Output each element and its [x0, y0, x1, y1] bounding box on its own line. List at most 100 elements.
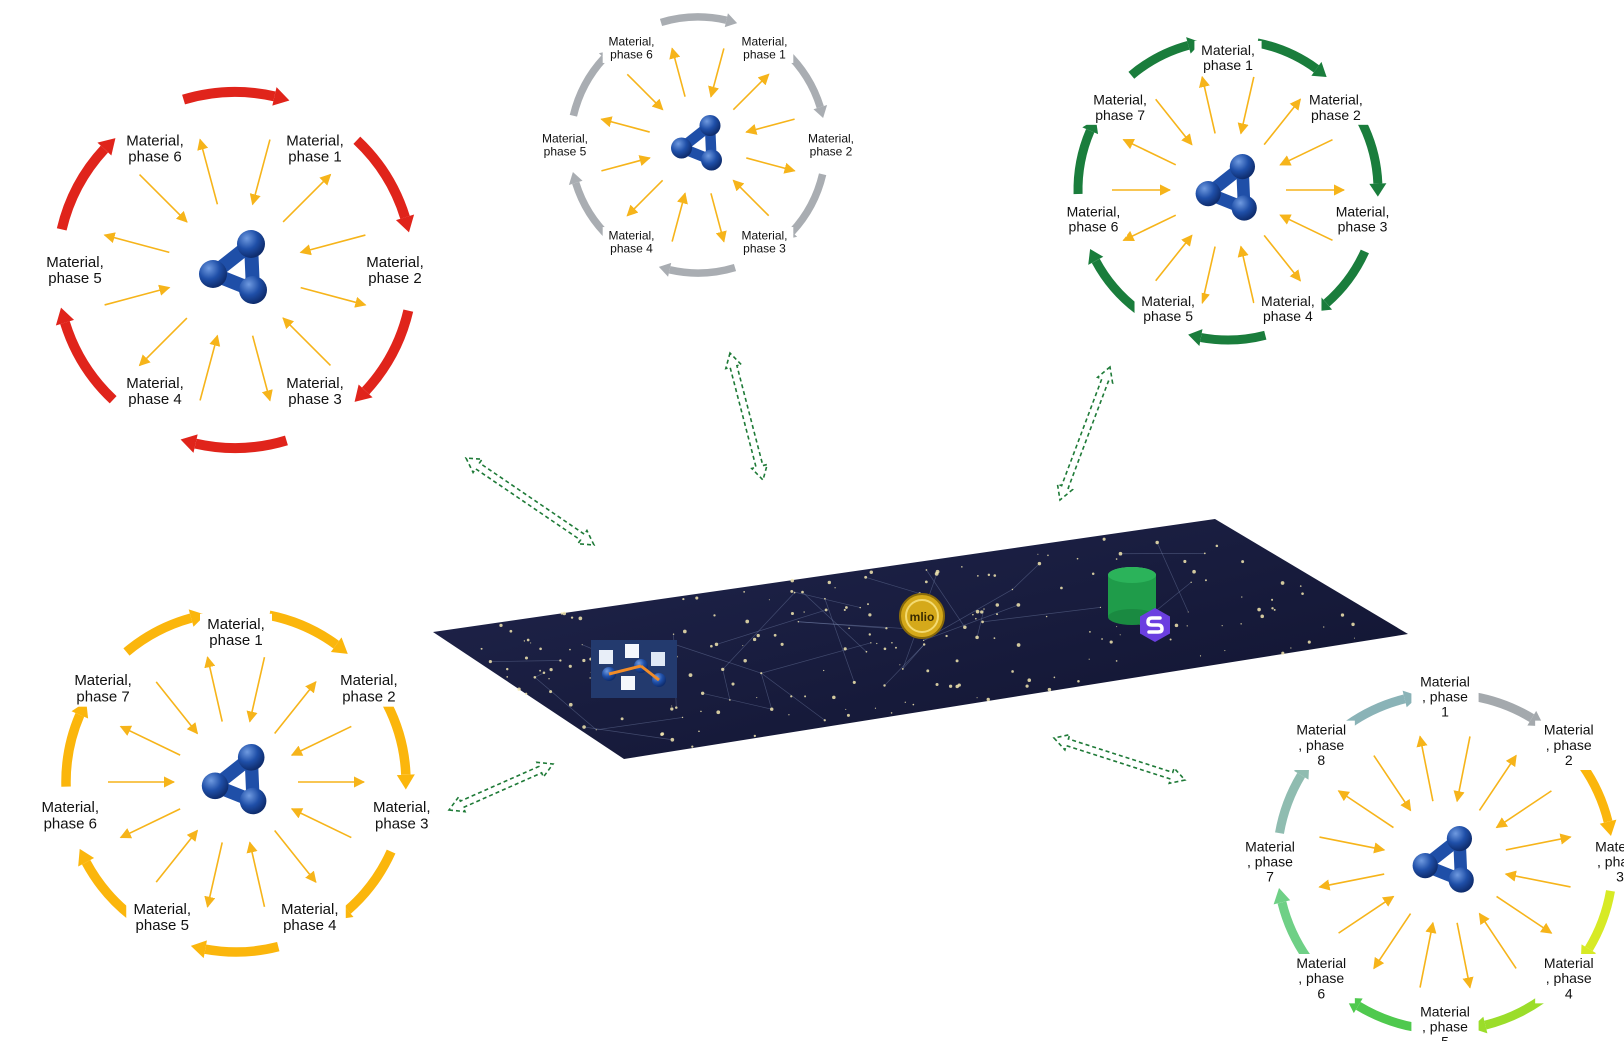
label-line: Material,: [1141, 293, 1195, 309]
spoke-arrow: [1155, 234, 1193, 282]
red-cycle-label-phase-2: Material,phase 2: [359, 251, 431, 289]
spoke-arrow: [1155, 98, 1193, 146]
connector-arrow-4: [447, 761, 555, 813]
label-line: phase 3: [743, 241, 786, 255]
spoke-arrow: [732, 179, 770, 217]
spoke-arrow: [119, 808, 181, 839]
label-line: , phase: [1422, 1019, 1468, 1035]
label-line: Material,: [808, 131, 854, 145]
orange-cycle-label-phase-6: Material,phase 6: [34, 797, 107, 834]
red-cycle-label-phase-1: Material,phase 1: [279, 130, 351, 167]
grey-cycle-label-phase-3: Material,phase 3: [735, 227, 794, 257]
spoke-arrow: [1419, 921, 1437, 988]
label-line: phase 7: [1095, 107, 1145, 123]
spoke-arrow: [1237, 245, 1255, 304]
mlio-badge-icon: mlio: [899, 593, 945, 639]
molecule-icon: [1195, 154, 1257, 221]
label-line: 5: [1441, 1034, 1449, 1041]
spoke-arrow: [1495, 790, 1552, 829]
label-line: Material,: [286, 375, 344, 392]
red-cycle-arrow-2: [354, 309, 414, 402]
label-line: phase 4: [1263, 308, 1313, 324]
label-line: phase 6: [44, 815, 97, 832]
spoke-arrow: [1122, 214, 1177, 242]
s-hexagon-icon: [1140, 608, 1170, 642]
label-line: phase 4: [610, 241, 653, 255]
label-line: Material,: [373, 799, 431, 816]
label-line: phase 4: [128, 391, 181, 408]
label-line: phase 1: [209, 632, 262, 649]
label-line: , phase: [1422, 689, 1468, 705]
label-line: 3: [1616, 869, 1624, 885]
connector-arrow-2: [724, 351, 769, 482]
orange-cycle-label-phase-4: Material,phase 4: [273, 898, 346, 936]
label-line: Material,: [281, 901, 339, 918]
spoke-arrow: [1453, 736, 1471, 803]
spoke-arrow: [1456, 922, 1474, 989]
label-line: Material,: [126, 133, 184, 150]
connectors-layer: [447, 351, 1187, 813]
label-line: , phase: [1247, 854, 1293, 870]
label-line: Material: [1544, 955, 1594, 971]
spoke-arrow: [204, 842, 223, 908]
spoke-arrow: [138, 317, 188, 367]
label-line: Material,: [1201, 42, 1255, 58]
spoke-arrow: [732, 73, 770, 111]
label-line: Material,: [741, 34, 787, 48]
label-line: Material,: [1309, 92, 1363, 108]
label-line: 6: [1317, 985, 1325, 1001]
label-line: , phase: [1298, 970, 1344, 986]
label-line: phase 6: [1069, 218, 1119, 234]
green-cycle-arrow-4: [1188, 329, 1267, 346]
mlio-badge-text: mlio: [910, 610, 935, 624]
spoke-arrow: [1478, 912, 1517, 969]
spoke-arrow: [204, 656, 223, 722]
red-cycle-arrow-5: [56, 138, 116, 231]
spoke-arrow: [1198, 246, 1216, 305]
green-cycle-label-phase-4: Material,phase 4: [1254, 291, 1322, 327]
gradient-cycle-arrow-7: [1275, 763, 1310, 834]
spoke-arrow: [1337, 790, 1394, 829]
label-line: phase 1: [288, 149, 341, 166]
spoke-arrow: [1319, 836, 1386, 854]
label-line: Material,: [41, 799, 99, 816]
grey-cycle-label-phase-5: Material,phase 5: [536, 130, 594, 160]
gradient-cycle-arrow-1: [1473, 692, 1544, 727]
label-line: , phase: [1597, 854, 1624, 870]
label-line: phase 1: [743, 47, 786, 61]
green-cycle-label-phase-6: Material,phase 6: [1059, 202, 1128, 237]
gradient-cycle-spokes: [1318, 735, 1572, 989]
label-line: Material,: [340, 672, 398, 689]
spoke-arrow: [1122, 138, 1177, 166]
world-map-plane: [433, 519, 1408, 759]
spoke-arrow: [1373, 755, 1412, 812]
spoke-arrow: [710, 193, 727, 243]
label-line: Material: [1296, 955, 1346, 971]
spoke-arrow: [290, 808, 352, 839]
spoke-arrow: [155, 829, 199, 883]
grey-cycle-arrow-3: [658, 262, 737, 277]
red-cycle-label-phase-6: Material,phase 6: [119, 130, 191, 167]
spoke-arrow: [274, 681, 317, 735]
red-cycle-spokes: [103, 138, 367, 402]
label-line: Material,: [1261, 293, 1315, 309]
spoke-arrow: [1263, 234, 1302, 282]
connector-arrow-5: [1052, 733, 1187, 785]
label-line: Material,: [1336, 203, 1390, 219]
orange-cycle-arrow-4: [190, 940, 280, 959]
spoke-arrow: [745, 118, 795, 135]
label-line: , phase: [1546, 970, 1592, 986]
label-line: Material,: [1067, 203, 1121, 219]
label-line: , phase: [1298, 737, 1344, 753]
orange-cycle-arrow-5: [78, 848, 137, 922]
orange-cycle-spokes: [108, 656, 366, 908]
label-line: Material: [1296, 722, 1346, 738]
spoke-arrow: [251, 335, 273, 402]
